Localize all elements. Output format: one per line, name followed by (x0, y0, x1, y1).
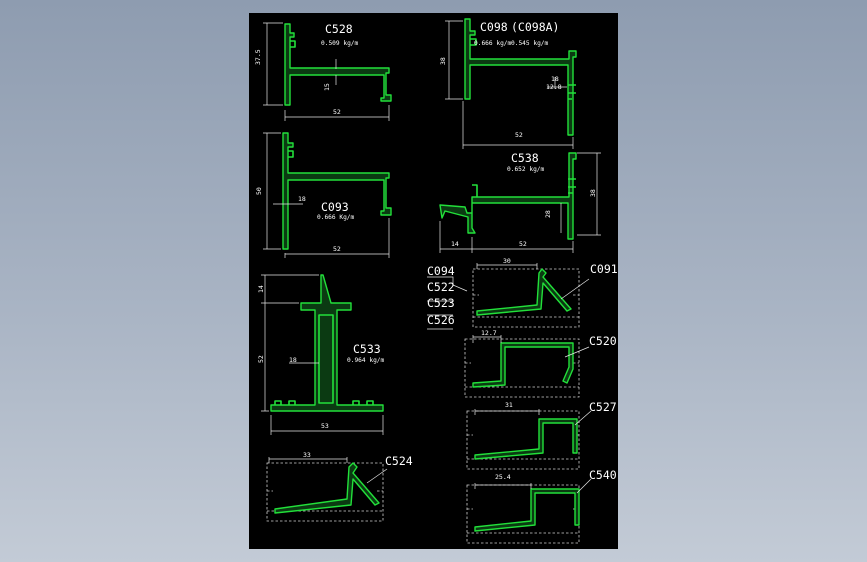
c538-label: C538 (511, 151, 539, 165)
dim-52-a: 52 (333, 108, 341, 116)
c091-label: C091 (590, 262, 618, 276)
dim-28: 28 (544, 210, 552, 218)
dim-52-b: 52 (515, 131, 523, 139)
dim-18-c: 18 (289, 356, 297, 364)
dim-33: 33 (303, 451, 311, 459)
c538-weight: 0.652 kg/m (507, 166, 545, 173)
c540-label: C540 (589, 468, 617, 482)
dim-53: 53 (321, 422, 329, 430)
c098-weight: 0.666 kg/m (474, 40, 512, 47)
c528-label: C528 (325, 22, 353, 36)
c527-label: C527 (589, 400, 617, 414)
c520-label: C520 (589, 334, 617, 348)
c093-label: C093 (321, 200, 349, 214)
c524-label: C524 (385, 454, 413, 468)
dim-52-d: 52 (519, 240, 527, 248)
profile-c520[interactable] (464, 335, 590, 398)
profile-c091[interactable] (427, 263, 590, 330)
dim-38-b: 38 (589, 189, 597, 197)
profile-c538[interactable] (439, 152, 601, 253)
drawing-sheet: C528 0.509 kg/m 37.5 15 52 C098 (C098A) … (249, 13, 618, 549)
c533-weight: 0.964 kg/m (347, 357, 385, 364)
c098a-label: (C098A) (511, 20, 559, 34)
profile-c533[interactable] (261, 274, 384, 435)
c098a-weight: 0.545 kg/m (511, 40, 549, 47)
dim-14-a: 14 (451, 240, 459, 248)
dim-15: 15 (323, 83, 331, 91)
dim-30: 30 (503, 257, 511, 265)
dim-25-4: 25.4 (495, 473, 511, 481)
c523-label: C523 (427, 296, 455, 310)
cad-drawing: C528 0.509 kg/m 37.5 15 52 C098 (C098A) … (254, 18, 618, 544)
dim-52-e: 52 (257, 355, 265, 363)
c093-weight: 0.666 Kg/m (317, 214, 355, 221)
dim-18-a: 18 (551, 75, 559, 83)
c098-label: C098 (480, 20, 508, 34)
dim-38-a: 38 (439, 57, 447, 65)
dim-37-5: 37.5 (254, 49, 262, 65)
profile-c524[interactable] (266, 457, 388, 522)
dim-50: 50 (255, 187, 263, 195)
profile-c093[interactable] (263, 132, 392, 258)
dim-18-b: 18 (298, 195, 306, 203)
dim-12-7: 12.7 (481, 329, 497, 337)
profile-c528[interactable] (263, 22, 392, 121)
profile-c098[interactable] (445, 18, 577, 149)
dim-14-b: 14 (257, 285, 265, 293)
c094-label: C094 (427, 264, 455, 278)
c533-label: C533 (353, 342, 381, 356)
dim-31: 31 (505, 401, 513, 409)
dim-12-8: 12.8 (546, 83, 562, 91)
dim-52-c: 52 (333, 245, 341, 253)
c526-label: C526 (427, 313, 455, 327)
profile-c540[interactable] (466, 478, 592, 544)
profile-c527[interactable] (466, 409, 592, 470)
c528-weight: 0.509 kg/m (321, 40, 359, 47)
c522-label: C522 (427, 280, 455, 294)
